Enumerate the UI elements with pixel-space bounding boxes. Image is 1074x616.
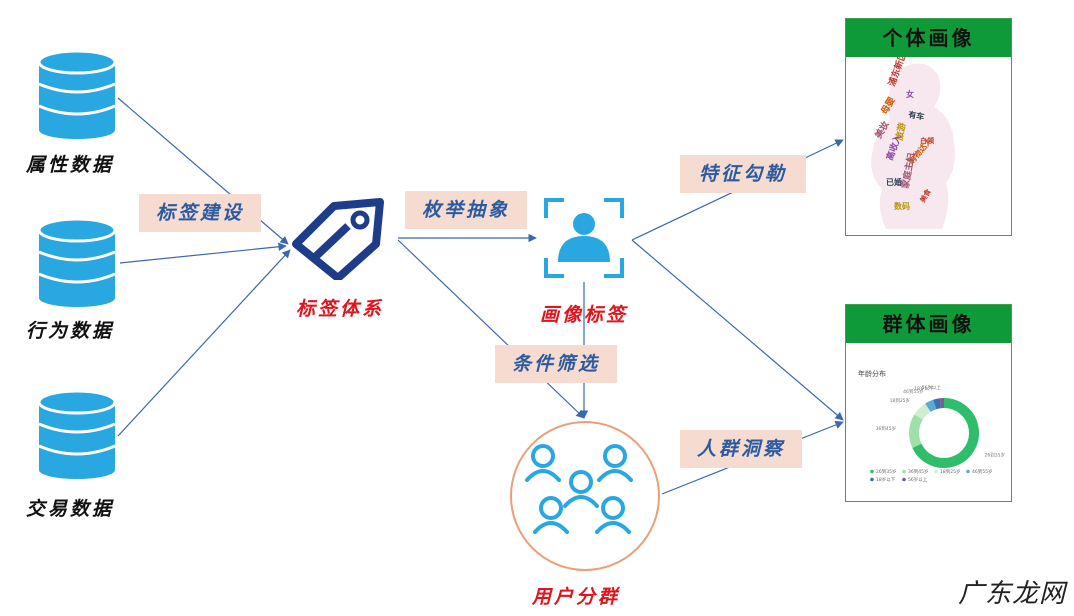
node-label-tag-system: 标签体系: [296, 298, 385, 320]
donut-slice: [909, 414, 924, 448]
wordcloud-word: 旅游: [893, 122, 908, 142]
wordcloud-word: 白领: [920, 136, 934, 145]
wordcloud-word: 数码: [894, 201, 910, 211]
tag-icon: [292, 198, 384, 280]
edge-label-feature-outline: 特征勾勒: [680, 155, 806, 193]
panel-title-group: 群体画像: [846, 305, 1011, 343]
source-label-behavior: 行为数据: [26, 320, 115, 342]
donut-slice: [912, 398, 979, 468]
legend-label: 18到25岁: [940, 468, 960, 475]
wordcloud-word: 有车: [908, 109, 925, 122]
legend-swatch: [934, 469, 938, 474]
arrow-trade-to-tag: [117, 249, 291, 437]
people-group-icon: [510, 421, 660, 571]
edge-label-crowd-insight: 人群洞察: [680, 430, 802, 468]
panel-title-individual: 个体画像: [846, 19, 1011, 57]
watermark-text: 广东龙网: [957, 579, 1066, 609]
donut-slice: [933, 398, 941, 410]
donut-callout-label: 36到45岁: [876, 425, 896, 432]
donut-callout-label: 56岁以上: [922, 384, 942, 391]
donut-callout-label: 46到55岁: [903, 388, 923, 395]
donut-slice: [925, 399, 937, 412]
database-icon: [37, 218, 117, 307]
individual-profile-panel: 个体画像 浦东新区女母婴有车美妆旅游白领高收入购物达人已婚家庭主妇数码美食: [845, 18, 1012, 236]
legend-label: 18岁以下: [876, 476, 896, 483]
legend-label: 36到45岁: [908, 468, 928, 475]
source-label-trade: 交易数据: [26, 498, 115, 520]
legend-swatch: [966, 469, 970, 474]
chart-title: 年龄分布: [858, 370, 886, 378]
legend-label: 56岁以上: [908, 476, 928, 483]
arrow-behavior-to-tag: [119, 242, 287, 264]
legend-swatch: [870, 469, 874, 474]
arrow-profile-to-collective: [631, 239, 844, 421]
donut-callout-label: 18岁以下: [914, 385, 934, 392]
legend-swatch: [902, 469, 906, 474]
legend-swatch: [870, 477, 874, 482]
database-icon: [37, 390, 117, 479]
wordcloud-word: 女: [906, 89, 914, 99]
donut-callout-label: 18到25岁: [890, 397, 910, 404]
node-label-user-group: 用户分群: [532, 586, 621, 608]
donut-slice: [914, 403, 931, 420]
arrow-tag-to-group: [397, 239, 585, 419]
edge-label-condition-filter: 条件筛选: [495, 345, 617, 383]
node-label-profile-tag: 画像标签: [540, 304, 629, 326]
database-icon: [37, 50, 117, 139]
user-scan-icon: [544, 198, 624, 278]
legend-label: 26到35岁: [876, 468, 896, 475]
wordcloud-silhouette: 浦东新区女母婴有车美妆旅游白领高收入购物达人已婚家庭主妇数码美食: [871, 50, 955, 229]
legend-swatch: [902, 477, 906, 482]
edge-label-tag-build: 标签建设: [139, 194, 261, 232]
legend-label: 46到55岁: [972, 468, 992, 475]
source-label-attribute: 属性数据: [26, 154, 115, 176]
wordcloud-word: 已婚: [886, 177, 902, 187]
edge-label-enum-abstract: 枚举抽象: [405, 191, 527, 229]
donut-callout-label: 26到35岁: [985, 452, 1005, 459]
